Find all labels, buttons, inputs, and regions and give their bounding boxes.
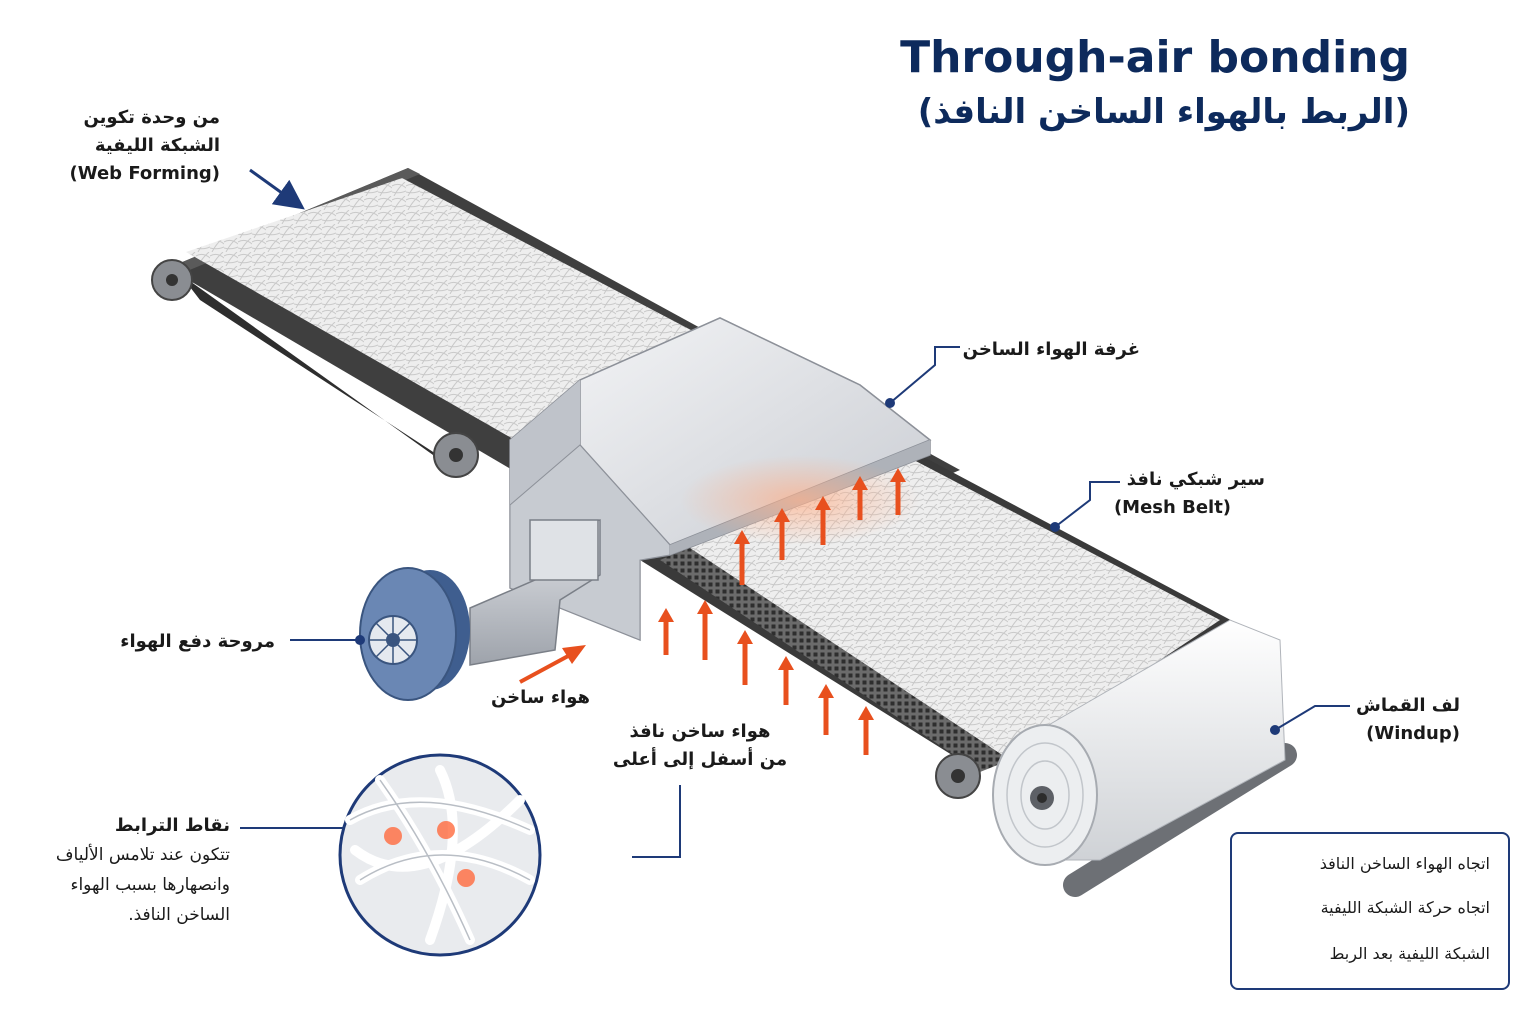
bond-points-label: نقاط الترابط تتكون عند تلامس الألياف وان…: [40, 812, 230, 930]
web-feed-direction-arrow: [249, 168, 305, 210]
hot-air-arrow: [852, 476, 868, 520]
hot-air-arrow: [858, 706, 874, 755]
hot-air-chamber-label: غرفة الهواء الساخن: [962, 339, 1140, 360]
fabric-windup-roll: [992, 619, 1297, 897]
legend-box: اتجاه الهواء الساخن النافذ اتجاه حركة ال…: [1230, 832, 1510, 990]
hot-air-arrow: [734, 530, 750, 585]
legend-item-bonded-web: الشبكة الليفية بعد الربط: [1329, 944, 1490, 963]
mesh-belt-ar: سير شبكي نافذ: [1126, 469, 1265, 490]
leader-lines: [240, 346, 1350, 858]
bond-points-desc-2: وانصهارها بسبب الهواء: [70, 875, 230, 895]
leader-dots: [355, 398, 1280, 735]
hot-air-arrow: [658, 608, 674, 655]
fan-label: مروحة دفع الهواء: [120, 631, 275, 652]
legend-item-web-direction: اتجاه حركة الشبكة الليفية: [1320, 898, 1490, 917]
infeed-roller-bottom: [433, 432, 479, 478]
air-duct: [469, 519, 601, 666]
through-air-line1: هواء ساخن نافذ: [629, 721, 771, 742]
air-blower-fan: [359, 567, 470, 701]
bond-point: [384, 827, 402, 845]
web-forming-ar-line1: من وحدة تكوين: [83, 107, 220, 128]
hot-air-arrow: [818, 684, 834, 735]
hot-air-arrow: [774, 508, 790, 560]
web-forming-en: (Web Forming): [69, 163, 220, 184]
hot-air-arrow: [697, 600, 713, 660]
hot-air-arrow: [890, 468, 906, 515]
title-arabic: (الربط بالهواء الساخن النافذ): [917, 92, 1410, 132]
mesh-belt-roller: [935, 753, 981, 799]
mesh-belt: [660, 548, 1010, 772]
title-english: Through-air bonding: [900, 32, 1410, 83]
infeed-roller-left: [151, 259, 193, 301]
legend-item-hot-air: اتجاه الهواء الساخن النافذ: [1319, 854, 1490, 873]
hot-air-label: هواء ساخن: [490, 687, 590, 708]
web-forming-ar-line2: الشبكة الليفية: [94, 135, 220, 156]
windup-ar: لف القماش: [1355, 695, 1460, 716]
hot-air-arrow: [737, 630, 753, 685]
hot-air-arrow: [519, 645, 586, 684]
hot-air-flow-arrows: [519, 468, 906, 755]
windup-label: لف القماش (Windup): [1330, 692, 1460, 748]
web-forming-label: من وحدة تكوين الشبكة الليفية (Web Formin…: [40, 104, 220, 188]
windup-en: (Windup): [1366, 723, 1460, 744]
through-air-line2: من أسفل إلى أعلى: [612, 749, 788, 770]
bond-points-magnifier: [338, 753, 542, 957]
bond-points-desc-1: تتكون عند تلامس الألياف: [55, 845, 230, 865]
through-air-label: هواء ساخن نافذ من أسفل إلى أعلى: [600, 718, 800, 774]
hot-air-arrow: [778, 656, 794, 705]
mesh-belt-en: (Mesh Belt): [1113, 497, 1232, 518]
bond-point: [437, 821, 455, 839]
hot-air-arrow: [815, 496, 831, 545]
bond-points-title: نقاط الترابط: [114, 815, 230, 836]
bond-points-desc-3: الساخن النافذ.: [128, 905, 230, 925]
bond-point: [457, 869, 475, 887]
mesh-belt-label: سير شبكي نافذ (Mesh Belt): [1080, 466, 1265, 522]
